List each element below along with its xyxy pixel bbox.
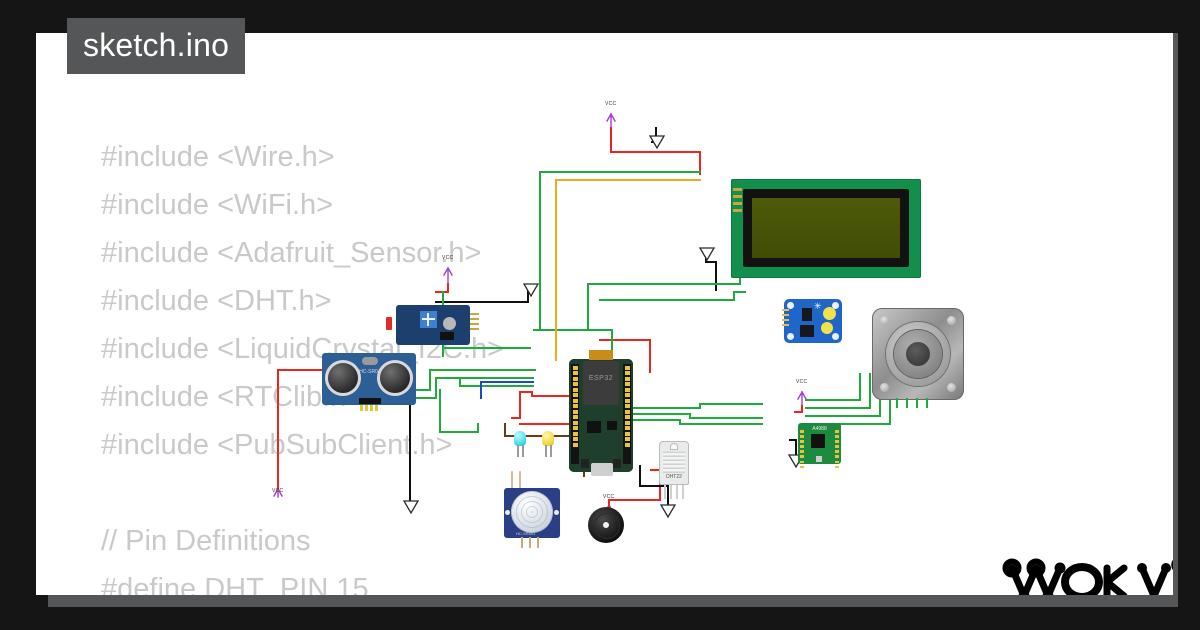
- esp32-top-connector: [589, 350, 613, 360]
- pir-screw-left: [505, 510, 510, 515]
- sound-module-capacitor: [443, 317, 456, 330]
- pir-fresnel-dome: [511, 491, 553, 533]
- light-sensor-photodiode-b: [821, 322, 833, 334]
- light-sensor-ic: [802, 308, 812, 321]
- lcd-bezel: [743, 189, 909, 267]
- light-sensor-star-icon: ✳: [814, 301, 822, 311]
- esp32-enable-button[interactable]: [613, 459, 621, 468]
- esp32-label: ESP32: [588, 375, 614, 382]
- dht22-label: DHT22: [666, 474, 682, 480]
- pir-screw-right: [554, 510, 559, 515]
- esp32-boot-button[interactable]: [581, 459, 589, 468]
- part-nema-stepper-motor[interactable]: [872, 308, 964, 408]
- dht22-legs[interactable]: [664, 485, 684, 499]
- led-yellow-bulb: [542, 431, 554, 446]
- part-pir-motion-sensor[interactable]: HC-SR501: [504, 488, 560, 548]
- vcc-label-2: VCC: [442, 255, 454, 261]
- file-tab-sketch-ino[interactable]: sketch.ino: [67, 18, 246, 74]
- sound-module-comparator-ic: [440, 332, 454, 340]
- sound-module-pin-header[interactable]: [470, 313, 479, 335]
- esp32-usb-port[interactable]: [591, 463, 613, 476]
- lcd-screen: [752, 198, 900, 258]
- esp32-usb-chip: [607, 421, 617, 430]
- lcd-i2c-pin-header: [733, 188, 742, 220]
- part-lcd-20x4-display[interactable]: [731, 179, 921, 278]
- vcc-label-3: VCC: [796, 379, 808, 385]
- a4988-right-header[interactable]: [835, 430, 839, 469]
- light-sensor-hole-tl: [787, 302, 794, 309]
- wokwi-logo: [1002, 554, 1173, 595]
- light-sensor-photodiode-a: [823, 307, 836, 320]
- vcc-label-5: VCC: [603, 494, 615, 500]
- led-yellow-anode: [545, 445, 547, 457]
- dht22-vent-grid: [663, 451, 685, 473]
- part-light-sensor-module[interactable]: ✳: [782, 299, 842, 343]
- vcc-label-1: VCC: [605, 101, 617, 107]
- ultrasonic-receiver: [377, 360, 413, 396]
- light-sensor-ic-secondary: [800, 325, 814, 337]
- esp32-regulator-chip: [587, 421, 601, 433]
- esp32-left-header[interactable]: [571, 364, 579, 464]
- led-cyan-anode: [517, 445, 519, 457]
- light-sensor-hole-br: [832, 333, 839, 340]
- part-a4988-stepper-driver[interactable]: A4988: [798, 423, 841, 469]
- ultrasonic-label: HC-SR04: [359, 369, 381, 375]
- pir-label: HC-SR501: [516, 531, 536, 536]
- led-yellow-cathode: [550, 445, 552, 457]
- part-sound-detector-module[interactable]: [386, 305, 479, 345]
- part-led-cyan[interactable]: [513, 431, 527, 457]
- stepper-screw-br: [947, 383, 956, 392]
- part-hcsr04-ultrasonic[interactable]: HC-SR04: [322, 353, 416, 411]
- diagram-canvas[interactable]: #include <Wire.h>#include <WiFi.h>#inclu…: [36, 33, 1173, 595]
- led-cyan-bulb: [514, 431, 526, 446]
- sound-module-potentiometer[interactable]: [420, 311, 437, 328]
- signal-wire-orange: [555, 179, 701, 361]
- stepper-screw-tl: [880, 316, 889, 325]
- ultrasonic-crystal: [362, 357, 378, 365]
- light-sensor-hole-tr: [832, 302, 839, 309]
- stepper-screw-tr: [947, 316, 956, 325]
- stepper-shaft: [906, 342, 930, 366]
- a4988-left-header[interactable]: [800, 430, 804, 469]
- ultrasonic-pin-header[interactable]: [359, 398, 381, 411]
- signal-wire-blue: [480, 381, 534, 399]
- vcc-label-4: VCC: [272, 488, 284, 494]
- light-sensor-hole-bl: [787, 333, 794, 340]
- part-piezo-buzzer[interactable]: [588, 507, 624, 543]
- part-dht22-sensor[interactable]: DHT22: [659, 441, 689, 499]
- pir-fresnel-pattern: [511, 491, 553, 533]
- part-esp32-devkit[interactable]: ESP32: [569, 350, 633, 476]
- stepper-screw-bl: [880, 383, 889, 392]
- a4988-label: A4988: [812, 426, 827, 432]
- esp32-right-header[interactable]: [623, 364, 631, 464]
- a4988-trimpot[interactable]: [816, 456, 822, 462]
- sound-module-indicator-led: [386, 317, 392, 330]
- a4988-driver-chip: [811, 434, 825, 448]
- light-sensor-pin-header[interactable]: [782, 309, 789, 329]
- wokwi-logo-svg: [1002, 558, 1173, 595]
- pir-pin-header[interactable]: [521, 537, 543, 548]
- esp32-rf-shield: [583, 361, 619, 405]
- buzzer-ring: [594, 513, 620, 539]
- ultrasonic-transmitter: [325, 360, 361, 396]
- part-led-yellow[interactable]: [541, 431, 555, 457]
- dht22-mount-slot: [670, 443, 678, 450]
- led-cyan-cathode: [522, 445, 524, 457]
